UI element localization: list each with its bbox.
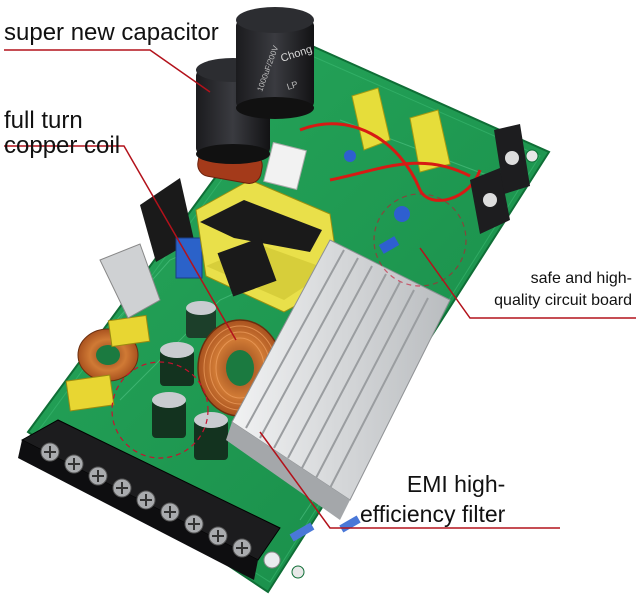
callout-leaders [4,49,636,529]
small-capacitors [152,301,228,460]
capacitor-model-text: LP [286,79,300,92]
callout-copper-coil: full turn copper coil [4,107,121,160]
callout-emi-filter-line2: efficiency filter [360,500,506,527]
callout-copper-coil-line1: full turn [4,107,83,134]
callout-copper-coil-line2: copper coil [4,132,121,160]
big-capacitor-2 [236,7,314,119]
callout-circuit-board-line1: safe and high- [530,270,632,287]
callout-circuit-board: safe and high- quality circuit board [494,268,632,311]
callout-emi-filter: EMI high- efficiency filter [360,470,505,530]
callout-circuit-board-line2: quality circuit board [494,291,632,309]
callout-capacitor: super new capacitor [4,19,219,46]
callout-emi-filter-line1: EMI high- [406,471,506,497]
terminal-block [18,419,281,580]
transformer [195,179,341,313]
